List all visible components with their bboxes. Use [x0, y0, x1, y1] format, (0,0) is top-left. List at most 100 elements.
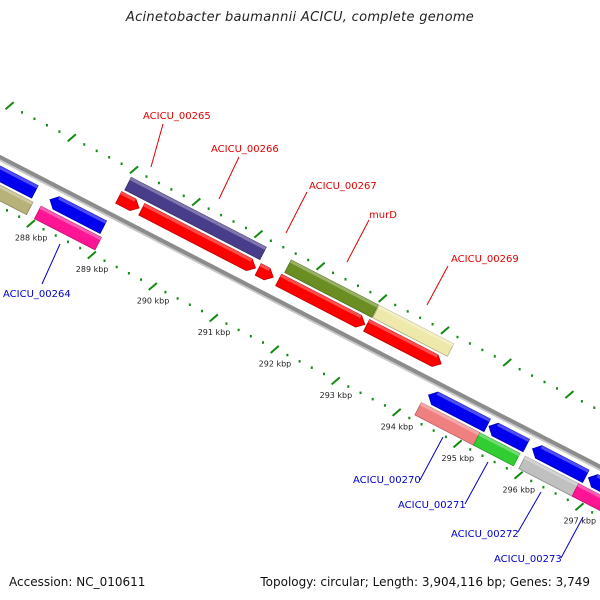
backbone-line — [0, 154, 600, 469]
minor-tick — [419, 316, 422, 320]
minor-tick — [66, 240, 69, 244]
feature-acicu_00273[interactable] — [571, 483, 600, 531]
feature-label-text: ACICU_00267 — [309, 181, 377, 192]
minor-tick — [468, 342, 471, 345]
major-tick — [513, 470, 524, 480]
feature-labels: ACICU_00264 ACICU_00265ACICU_00266ACICU_0… — [3, 111, 584, 565]
minor-tick — [481, 348, 484, 352]
major-tick — [330, 376, 341, 386]
minor-tick — [359, 391, 362, 395]
feature-acicu_00264[interactable] — [34, 205, 102, 251]
label-connector — [346, 219, 370, 263]
major-tick — [67, 133, 77, 143]
tick-label: 294 kbp — [381, 422, 414, 431]
feature-highlight — [0, 166, 39, 189]
backbone — [0, 154, 600, 471]
feature-f-red-murd[interactable] — [275, 273, 366, 328]
feature-highlight — [129, 177, 267, 250]
feature-highlight — [280, 274, 362, 319]
major-tick — [440, 326, 450, 335]
label-acicu_00273[interactable]: ACICU_00273 — [494, 516, 584, 565]
label-acicu_00267[interactable]: ACICU_00267 — [285, 181, 377, 234]
minor-tick — [591, 511, 594, 514]
minor-tick — [555, 387, 558, 390]
minor-tick — [420, 423, 423, 426]
feature-highlight — [39, 206, 102, 241]
label-acicu_00272[interactable]: ACICU_00272 — [451, 491, 542, 540]
feature-f-red-269[interactable] — [363, 319, 442, 367]
minor-tick — [531, 374, 534, 377]
feature-f-red-265a[interactable] — [115, 191, 140, 211]
label-acicu_00266[interactable]: ACICU_00266 — [211, 144, 279, 200]
genome-summary-text: Topology: circular; Length: 3,904,116 bp… — [260, 575, 590, 589]
feature-body — [488, 422, 531, 453]
minor-tick — [431, 322, 434, 326]
feature-highlight — [523, 456, 579, 487]
major-tick — [4, 101, 15, 110]
minor-tick — [108, 156, 111, 159]
feature-acicu_00269[interactable] — [372, 304, 455, 357]
feature-body — [587, 474, 600, 492]
minor-tick — [33, 117, 36, 121]
minor-tick — [469, 448, 472, 451]
feature-highlight — [0, 185, 33, 205]
feature-f-blue-296[interactable] — [531, 445, 590, 483]
minor-tick — [54, 234, 57, 237]
minor-tick — [140, 278, 143, 281]
minor-tick — [182, 194, 185, 198]
minor-tick — [232, 220, 235, 223]
feature-highlight — [58, 196, 107, 224]
minor-tick — [188, 303, 191, 306]
feature-f-blue-297[interactable] — [587, 474, 600, 516]
minor-tick — [176, 297, 179, 300]
minor-tick — [481, 454, 484, 458]
label-connector — [150, 123, 164, 168]
tick-label: 293 kbp — [320, 391, 353, 400]
major-tick — [129, 165, 139, 175]
minor-tick — [127, 272, 130, 275]
minor-tick — [530, 479, 533, 483]
label-acicu_00265[interactable]: ACICU_00265 — [143, 111, 211, 168]
feature-highlight — [377, 305, 454, 347]
label-acicu_00264[interactable]: ACICU_00264 — [3, 243, 71, 300]
feature-label-text: ACICU_00266 — [211, 144, 279, 155]
feature-acicu_00266[interactable] — [138, 203, 257, 272]
minor-tick — [408, 416, 411, 420]
upper-tick-track — [4, 101, 596, 409]
label-connector — [419, 436, 444, 481]
minor-tick — [262, 341, 265, 344]
feature-f-blue-294[interactable] — [428, 391, 491, 433]
minor-tick — [543, 380, 546, 384]
label-acicu_00270[interactable]: ACICU_00270 — [353, 436, 444, 486]
feature-acicu_00267[interactable] — [254, 263, 274, 281]
feature-murd[interactable] — [284, 259, 379, 318]
major-tick — [270, 345, 280, 354]
major-tick — [315, 261, 326, 271]
label-acicu_00269[interactable]: ACICU_00269 — [426, 254, 519, 306]
feature-acicu_00265[interactable] — [124, 176, 267, 261]
minor-tick — [310, 366, 313, 369]
feature-f-blue-left-2[interactable] — [49, 196, 108, 234]
minor-tick — [347, 385, 350, 388]
label-acicu_00271[interactable]: ACICU_00271 — [398, 461, 489, 511]
feature-label-text: ACICU_00271 — [398, 500, 466, 511]
label-connector — [464, 461, 489, 505]
tick-label: 290 kbp — [137, 297, 170, 306]
label-murd[interactable]: murD — [346, 210, 397, 263]
minor-tick — [269, 239, 272, 243]
feature-f-olive-left[interactable] — [0, 152, 34, 216]
feature-highlight — [596, 474, 600, 480]
minor-tick — [554, 492, 557, 495]
major-tick — [87, 250, 97, 260]
feature-acicu_00271[interactable] — [472, 432, 521, 467]
feature-f-blue-294b[interactable] — [488, 422, 531, 453]
label-connector — [517, 491, 542, 533]
label-connector — [218, 156, 240, 200]
minor-tick — [145, 175, 148, 178]
feature-highlight — [478, 432, 520, 457]
minor-tick — [356, 284, 359, 287]
feature-label-text: ACICU_00272 — [451, 529, 519, 540]
feature-f-blue-left-1[interactable] — [0, 137, 39, 199]
major-tick — [391, 408, 402, 417]
